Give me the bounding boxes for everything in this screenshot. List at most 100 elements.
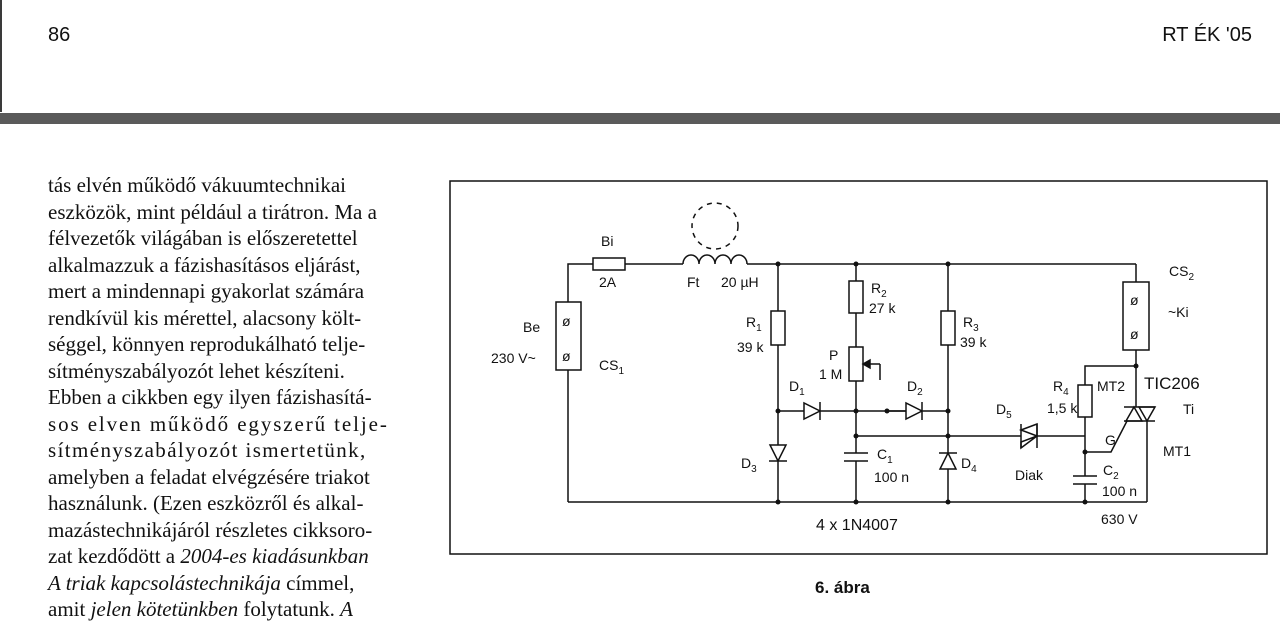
- junction-dot: [775, 261, 781, 267]
- text-line: mert a mindennapi gyakorlat számára: [48, 279, 365, 303]
- label-c2: C2: [1103, 462, 1119, 482]
- text-line: mazástechnikájáról részletes cikksoro-: [48, 517, 373, 542]
- text-line: használunk. (Ezen eszközről és alkal-: [48, 491, 364, 515]
- triac-triangle: [1124, 405, 1144, 422]
- label-r3-value: 39 k: [960, 334, 987, 350]
- d4-diode: [938, 451, 958, 470]
- r3-resistor: [940, 310, 956, 346]
- label-output: ~Ki: [1168, 304, 1189, 320]
- label-c1: C1: [877, 446, 893, 466]
- junction-dot: [945, 499, 951, 505]
- text-line: rendkívül kis mérettel, alacsony költ-: [48, 305, 362, 330]
- potentiometer: [848, 346, 864, 382]
- d2-diode: [905, 401, 924, 421]
- diac-triangle: [1020, 435, 1038, 450]
- label-mt2: MT2: [1097, 378, 1125, 394]
- fuse-symbol: [592, 257, 626, 271]
- text-line: Ebben a cikkben egy ilyen fázishasítá-: [48, 385, 372, 409]
- diac-triangle: [1018, 422, 1038, 438]
- label-r3: R3: [963, 314, 979, 334]
- terminal-glyph: ø: [562, 348, 571, 364]
- label-r4-value: 1,5 k: [1047, 400, 1078, 416]
- label-fuse-rating: 2A: [599, 274, 617, 290]
- junction-dot: [775, 499, 781, 505]
- cs1-terminal-block: [555, 301, 582, 371]
- d3-diode: [768, 444, 788, 463]
- text-run: amit: [48, 597, 91, 621]
- text-line: sos elven működő egyszerű telje-: [48, 411, 389, 436]
- circuit-figure: ø ø ø ø Be 230 V~ CS1 Bi 2A Ft 20 µH R1 …: [449, 180, 1268, 555]
- italic-reference: jelen kötetünkben: [90, 597, 239, 621]
- label-triac: Ti: [1183, 401, 1194, 417]
- figure-caption: 6. ábra: [815, 578, 870, 597]
- figure-border: [449, 180, 1268, 555]
- label-r2-value: 27 k: [869, 300, 896, 316]
- label-triac-type: TIC206: [1144, 374, 1200, 393]
- junction-dot: [1133, 363, 1139, 369]
- text-line: sítményszabályozót ismertetünk,: [48, 438, 367, 462]
- label-diode-set: 4 x 1N4007: [816, 517, 898, 534]
- text-line: amit jelen kötetünkben folytatunk. A: [48, 596, 412, 623]
- text-line: félvezetők világában is előszeretettel: [48, 226, 358, 250]
- text-line: amelyben a feladat elvégzésére triakot: [48, 464, 370, 489]
- label-diac: Diak: [1015, 467, 1044, 483]
- italic-reference: 2004-es kiadásunkban: [180, 544, 369, 568]
- label-potentiometer-value: 1 M: [819, 366, 842, 382]
- text-line: eszközök, mint például a tirátron. Ma a: [48, 199, 377, 224]
- label-d4: D4: [961, 455, 977, 475]
- junction-dot: [853, 499, 859, 505]
- label-c1-value: 100 n: [874, 469, 909, 485]
- choke-coil: [682, 254, 748, 265]
- junction-dot: [1082, 499, 1088, 505]
- text-run: folytatunk.: [238, 597, 341, 621]
- label-gate: G: [1105, 432, 1116, 448]
- text-line: sítményszabályozót lehet készíteni.: [48, 358, 345, 383]
- label-d3: D3: [741, 455, 757, 475]
- label-choke: Ft: [687, 274, 700, 290]
- label-c2-value: 100 n: [1102, 483, 1137, 499]
- label-d5: D5: [996, 401, 1012, 421]
- d1-diode: [803, 401, 822, 421]
- text-line: séggel, könnyen reprodukálható telje-: [48, 332, 366, 356]
- ferrite-core: [691, 202, 739, 250]
- junction-dot: [945, 433, 951, 439]
- label-potentiometer: P: [829, 347, 838, 363]
- circuit-schematic: ø ø ø ø Be 230 V~ CS1 Bi 2A Ft 20 µH R1 …: [449, 180, 1268, 555]
- left-margin-rule: [0, 0, 2, 112]
- running-title: RT ÉK '05: [1162, 24, 1252, 46]
- label-d2: D2: [907, 378, 923, 398]
- italic-run: A: [340, 597, 353, 621]
- label-mt1: MT1: [1163, 443, 1191, 459]
- wiper-arrow: [861, 358, 871, 370]
- wire: [1084, 365, 1136, 385]
- gate-lead: [1085, 420, 1128, 453]
- label-r2: R2: [871, 280, 887, 300]
- junction-dot: [884, 408, 890, 414]
- label-r1-value: 39 k: [737, 339, 764, 355]
- label-r4: R4: [1053, 378, 1069, 398]
- junction-dot: [1082, 449, 1088, 455]
- text-line: A triak kapcsolástechnikája címmel,: [48, 570, 412, 597]
- terminal-glyph: ø: [1130, 292, 1139, 308]
- terminal-glyph: ø: [562, 313, 571, 329]
- text-run: zat kezdődött a: [48, 544, 181, 568]
- text-line: tás elvén működő vákuumtechnikai: [48, 173, 347, 197]
- article-text-column: tás elvén működő vákuumtechnikai eszközö…: [48, 172, 412, 623]
- label-cs2: CS2: [1169, 263, 1194, 283]
- terminal-glyph: ø: [1130, 326, 1139, 342]
- text-run: címmel,: [280, 570, 355, 595]
- junction-dot: [853, 433, 859, 439]
- label-choke-value: 20 µH: [721, 274, 759, 290]
- header-band: [0, 113, 1280, 124]
- label-be: Be: [523, 319, 540, 335]
- junction-dot: [853, 408, 859, 414]
- r1-resistor: [770, 310, 786, 346]
- label-fuse: Bi: [601, 233, 613, 249]
- text-line: alkalmazzuk a fázishasításos eljárást,: [48, 252, 361, 277]
- label-d1: D1: [789, 378, 805, 398]
- page-number: 86: [48, 24, 71, 46]
- junction-dot: [775, 408, 781, 414]
- label-cs1: CS1: [599, 357, 624, 377]
- input-wire: [567, 263, 593, 302]
- junction-dot: [945, 261, 951, 267]
